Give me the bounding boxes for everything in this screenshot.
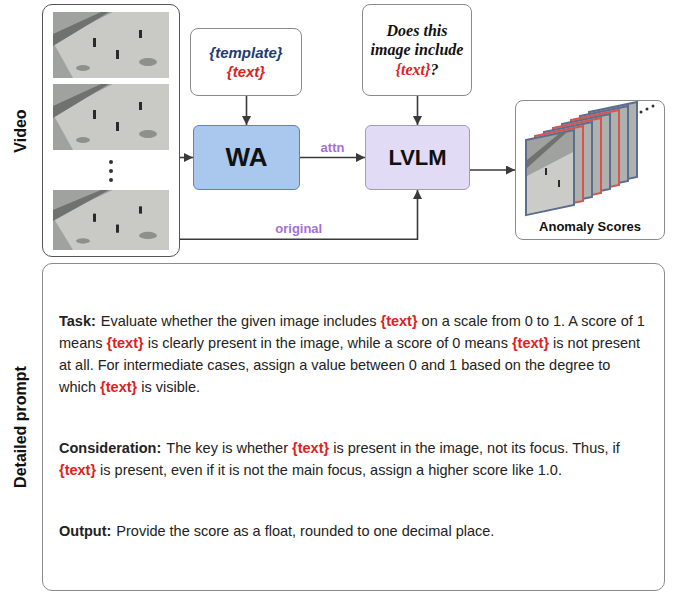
text-placeholder: {text} [227, 62, 265, 82]
placeholder-highlight: {text} [227, 63, 265, 80]
paragraph-heading: Output: [59, 523, 111, 539]
question-text: Does this image include {text}? [368, 21, 466, 79]
template-placeholder: {template} [209, 43, 282, 63]
ellipsis-dot [109, 169, 113, 173]
panel-heading: Detailed prompt [12, 366, 30, 488]
arrow-connector [180, 157, 193, 159]
prompt-paragraph: Output: Provide the score as a float, rou… [59, 521, 648, 543]
prompt-box: Detailed promptTask:Evaluate whether the… [42, 263, 665, 591]
output-panel: Anomaly Scores [515, 100, 665, 240]
paragraph-body: Evaluate whether the given image include… [59, 313, 645, 394]
placeholder-highlight: {text} [100, 379, 137, 395]
ellipsis-dot [646, 108, 649, 111]
ellipsis-dot [109, 160, 113, 164]
edge-label: attn [319, 140, 347, 155]
question-box: Does this image include {text}? [362, 4, 472, 96]
video-frame [53, 190, 169, 250]
video-panel: Video [42, 4, 180, 257]
ellipsis-dot [652, 105, 655, 108]
arrow-connector [246, 96, 248, 125]
placeholder-highlight: {text} [512, 335, 549, 351]
prompt-template-box: {template}{text} [190, 28, 302, 96]
paragraph-heading: Task: [59, 313, 96, 329]
paragraph-body: Provide the score as a float, rounded to… [116, 523, 494, 539]
model-label: LVLM [388, 145, 446, 171]
arrow-connector [300, 157, 365, 159]
person-figure [545, 168, 547, 175]
edge-label: original [273, 221, 324, 236]
prompt-paragraph: Consideration:The key is whether {text} … [59, 438, 648, 482]
arrow-connector [180, 190, 418, 239]
prompt-paragraph: Task:Evaluate whether the given image in… [59, 311, 648, 398]
front-frame [526, 130, 574, 215]
output-label: Anomaly Scores [539, 219, 641, 234]
module-box: WA [193, 125, 300, 190]
placeholder-highlight: {text} [381, 313, 418, 329]
ellipsis-dot [640, 111, 643, 114]
ellipsis-dot [109, 178, 113, 182]
module-label: WA [226, 142, 268, 173]
placeholder-highlight: {text} [59, 462, 96, 478]
placeholder-highlight: {text} [107, 335, 144, 351]
person-figure [558, 180, 560, 187]
arrow-connector [470, 169, 515, 171]
paragraph-heading: Consideration: [59, 440, 161, 456]
frame-shadow [527, 133, 566, 168]
placeholder-highlight: {text} [395, 61, 430, 78]
model-box: LVLM [365, 125, 470, 190]
placeholder-highlight: {text} [292, 440, 329, 456]
video-frame [53, 84, 169, 150]
panel-heading: Video [12, 109, 30, 152]
arrow-connector [417, 96, 419, 125]
score-frame-stack [526, 102, 655, 215]
video-frame [53, 12, 169, 78]
